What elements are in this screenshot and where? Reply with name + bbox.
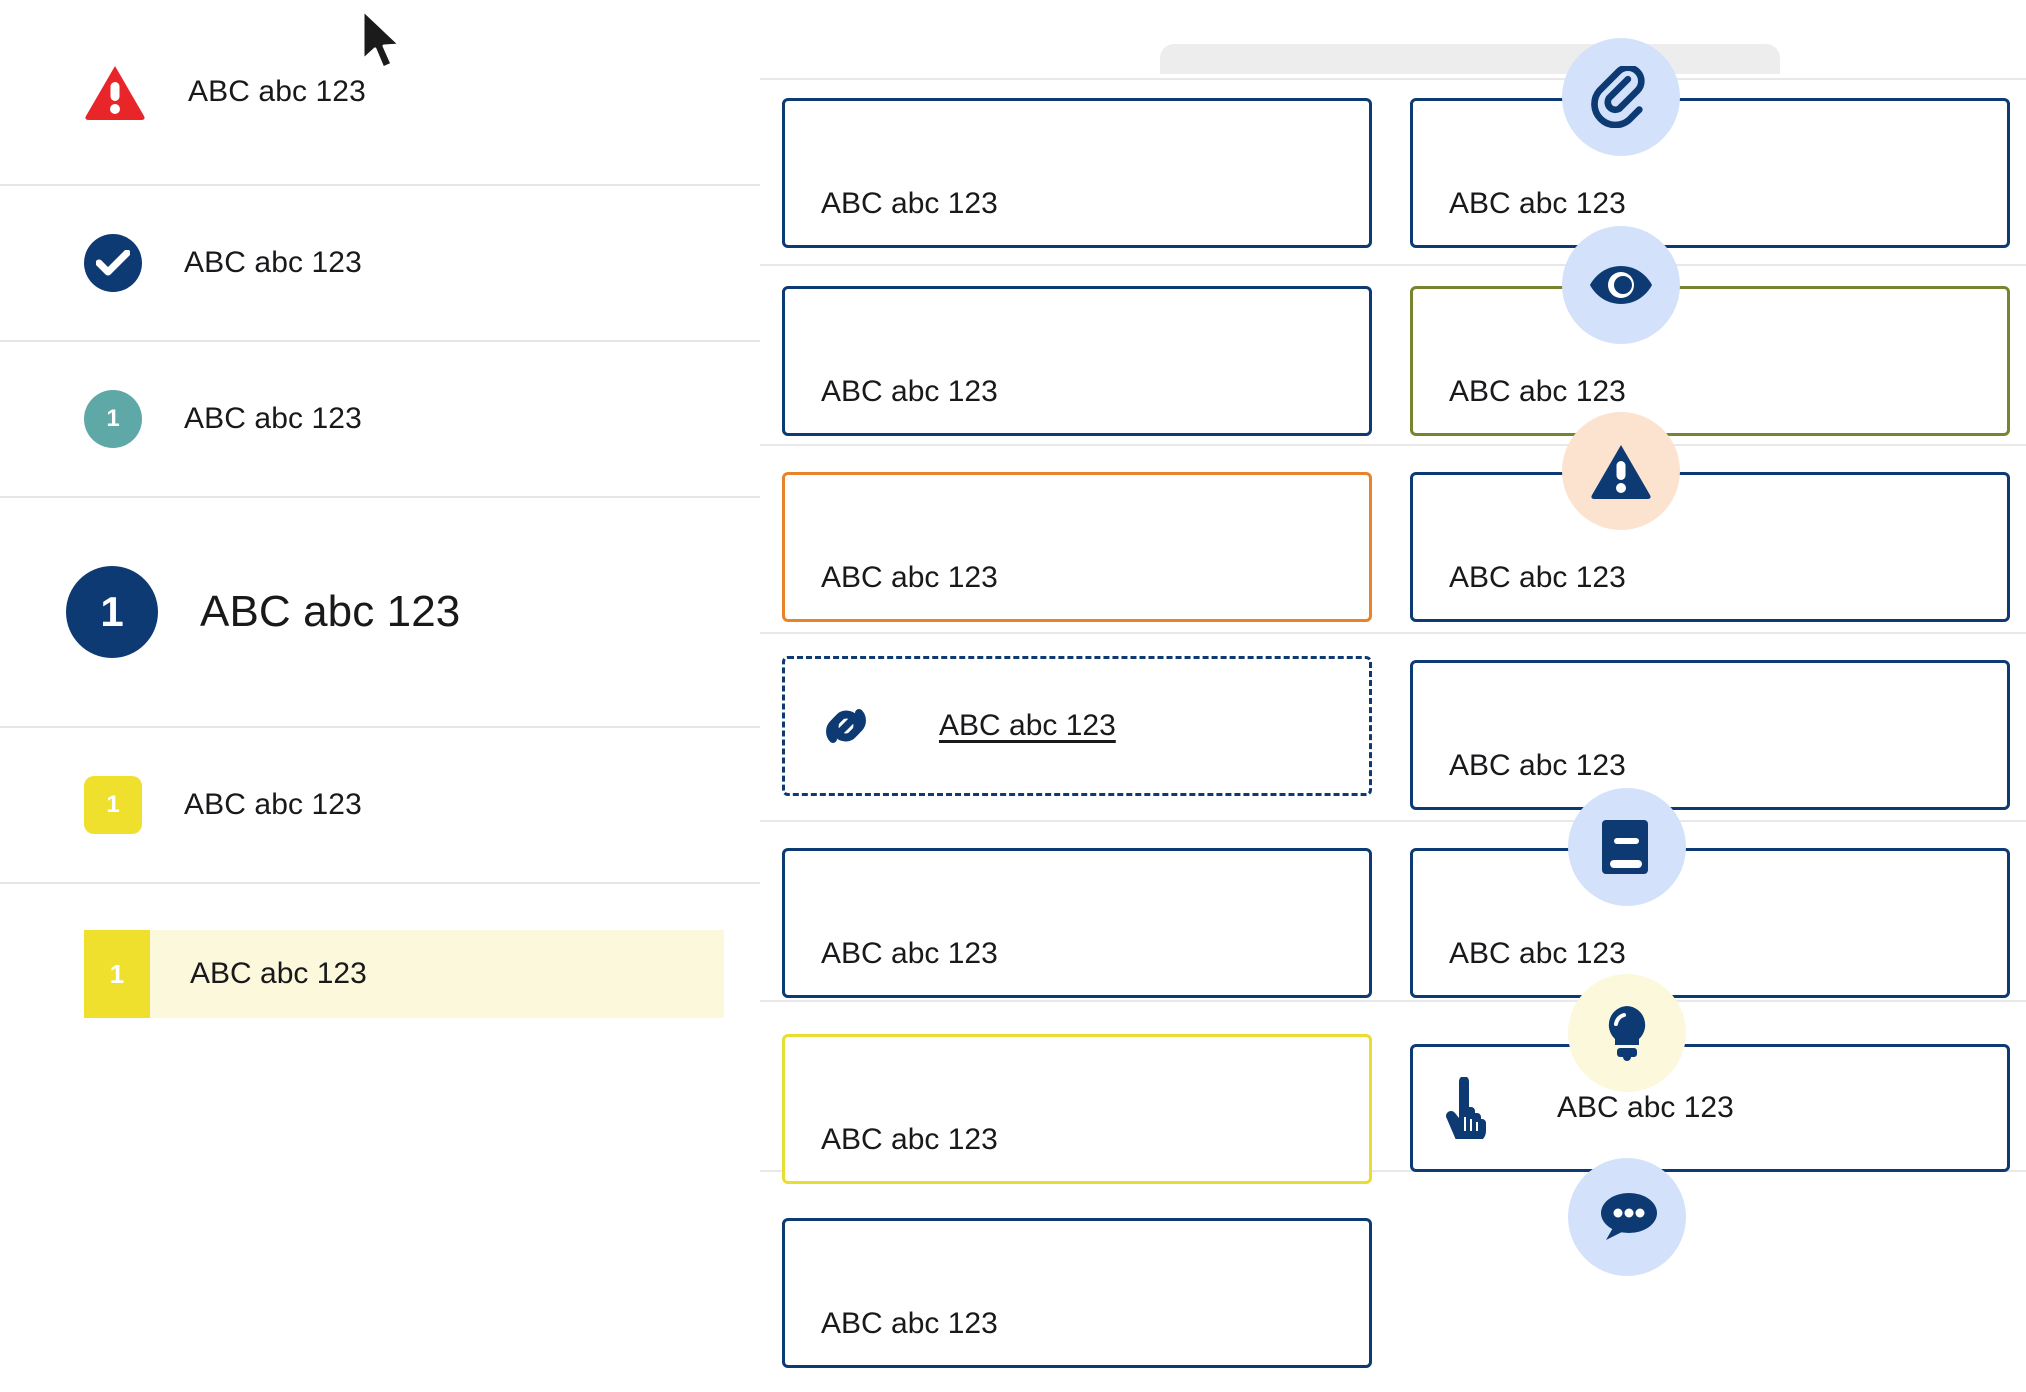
card-label: ABC abc 123 — [1449, 937, 1626, 970]
card-label: ABC abc 123 — [1449, 561, 1626, 594]
cards-area: ABC abc 123 ABC abc 123 ABC abc 123 — [760, 0, 2026, 1392]
card-book[interactable]: ABC abc 123 — [782, 848, 1372, 998]
divider — [760, 264, 2026, 266]
card-label: ABC abc 123 — [1449, 375, 1626, 408]
pointing-hand-icon — [1445, 1077, 1489, 1139]
card-label: ABC abc 123 — [821, 561, 998, 594]
card-comment[interactable]: ABC abc 123 — [782, 1218, 1372, 1368]
badge-number: 1 — [106, 791, 120, 818]
list-item[interactable]: 1 ABC abc 123 — [0, 342, 760, 498]
divider — [760, 1170, 2026, 1172]
card-paperclip[interactable]: ABC abc 123 — [782, 98, 1372, 248]
card-success[interactable]: ABC abc 123 — [1410, 286, 2010, 436]
panel-tab-shape — [1160, 44, 1780, 74]
highlighted-item-label: ABC abc 123 — [190, 957, 367, 990]
list-item-label: ABC abc 123 — [184, 402, 362, 435]
card-label: ABC abc 123 — [821, 1123, 998, 1156]
card-pointer[interactable]: ABC abc 123 — [1410, 1044, 2010, 1172]
card-label: ABC abc 123 — [821, 1307, 998, 1340]
card-quote[interactable]: ABC abc 123 — [1410, 98, 2010, 248]
card-info[interactable]: ABC abc 123 — [1410, 848, 2010, 998]
list-item-label: ABC abc 123 — [200, 587, 461, 636]
warning-triangle-icon — [1562, 412, 1680, 530]
badge-number: 1 — [106, 405, 120, 432]
card-label: ABC abc 123 — [1557, 1091, 1734, 1124]
card-edit[interactable]: ABC abc 123 — [1410, 472, 2010, 622]
badge-number: 1 — [109, 958, 125, 989]
card-link-label[interactable]: ABC abc 123 — [939, 709, 1116, 742]
list-item[interactable]: ABC abc 123 — [0, 186, 760, 342]
link-chain-icon — [815, 695, 877, 757]
badge-number: 1 — [100, 588, 124, 635]
card-label: ABC abc 123 — [1449, 749, 1626, 782]
card-label: ABC abc 123 — [821, 187, 998, 220]
number-badge-icon: 1 — [84, 776, 142, 834]
speech-bubble-icon — [1568, 1158, 1686, 1276]
number-badge-icon: 1 — [84, 930, 150, 1018]
card-eye[interactable]: ABC abc 123 — [782, 286, 1372, 436]
warning-triangle-icon — [84, 64, 146, 120]
divider — [760, 444, 2026, 446]
list-item-label: ABC abc 123 — [188, 75, 366, 108]
mouse-cursor-icon — [360, 8, 406, 78]
list-item[interactable]: 1 ABC abc 123 — [0, 498, 760, 728]
check-circle-icon — [84, 234, 142, 292]
card-link[interactable]: ABC abc 123 — [782, 656, 1372, 796]
card-label: ABC abc 123 — [821, 375, 998, 408]
card-warning[interactable]: ABC abc 123 — [782, 472, 1372, 622]
card-label: ABC abc 123 — [1449, 187, 1626, 220]
book-icon — [1568, 788, 1686, 906]
eye-icon — [1562, 226, 1680, 344]
divider — [760, 1000, 2026, 1002]
number-badge-icon: 1 — [84, 390, 142, 448]
paperclip-icon — [1562, 38, 1680, 156]
highlighted-list-item[interactable]: 1 ABC abc 123 — [84, 930, 724, 1018]
left-panel: ABC abc 123 ABC abc 123 1 ABC abc 123 1 … — [0, 0, 760, 1392]
card-binoculars[interactable]: ABC abc 123 — [1410, 660, 2010, 810]
list-item[interactable]: 1 ABC abc 123 — [0, 728, 760, 884]
divider — [760, 78, 2026, 80]
list-item-label: ABC abc 123 — [184, 246, 362, 279]
divider — [760, 820, 2026, 822]
card-label: ABC abc 123 — [821, 937, 998, 970]
list-item[interactable]: ABC abc 123 — [0, 0, 760, 186]
number-badge-icon: 1 — [66, 566, 158, 658]
lightbulb-icon — [1568, 974, 1686, 1092]
list-item-label: ABC abc 123 — [184, 788, 362, 821]
divider — [760, 632, 2026, 634]
card-lightbulb[interactable]: ABC abc 123 — [782, 1034, 1372, 1184]
